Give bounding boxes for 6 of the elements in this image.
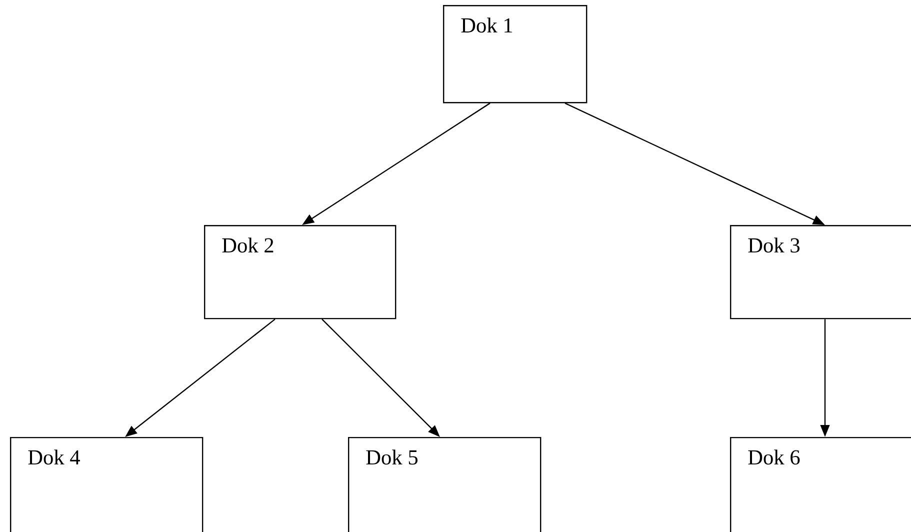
document-box: Dok 2 <box>204 225 396 320</box>
document-box: Dok 3 <box>730 225 911 320</box>
document-box: Dok 5 <box>348 436 542 532</box>
document-box: Dok 6 <box>730 436 911 532</box>
document-box: Dok 4 <box>10 436 204 532</box>
document-box: Dok 1 <box>443 5 588 104</box>
